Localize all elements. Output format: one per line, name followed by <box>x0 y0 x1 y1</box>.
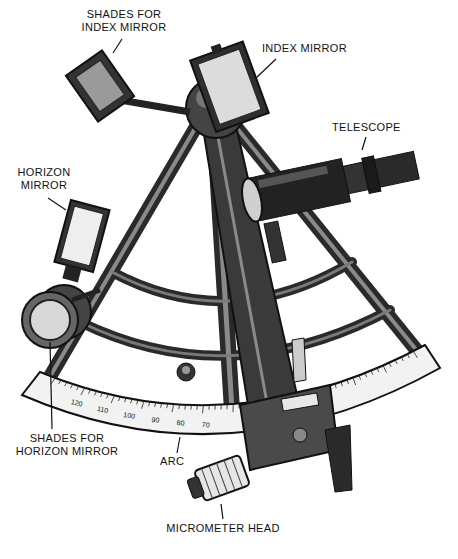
part-label: SHADES FOR HORIZON MIRROR <box>8 432 126 458</box>
drawing-part <box>365 373 367 377</box>
drawing-part <box>196 405 198 410</box>
drawing-part <box>77 386 79 390</box>
frame-knob <box>177 363 195 381</box>
index-mirror <box>188 36 269 132</box>
drawing-part <box>190 405 192 410</box>
drawing-part <box>202 405 204 413</box>
drawing-part <box>227 405 228 410</box>
drawing-part <box>362 137 366 150</box>
drawing-part <box>383 366 386 373</box>
drawing-part <box>221 405 222 410</box>
telescope-mount <box>264 221 286 263</box>
drawing-part <box>184 405 186 410</box>
drawing-part <box>389 363 391 367</box>
drawing-part <box>371 371 373 375</box>
drawing-part <box>247 159 350 222</box>
drawing-part <box>413 351 417 358</box>
part-label: HORIZON MIRROR <box>10 166 78 192</box>
drawing-part <box>95 391 97 395</box>
scale-number: 70 <box>202 421 210 429</box>
drawing-part <box>76 60 125 112</box>
drawing-part <box>178 405 180 410</box>
scale-number: 100 <box>123 411 136 421</box>
drawing-part <box>172 404 174 412</box>
clamp-plate <box>240 385 338 470</box>
vernier-window <box>281 393 319 411</box>
part-label: TELESCOPE <box>332 121 422 134</box>
frame-knob-top <box>182 366 190 374</box>
arc-ticks <box>51 351 418 413</box>
drawing-part <box>233 404 234 412</box>
scale-number: 80 <box>176 419 184 428</box>
drawing-part <box>142 401 144 409</box>
drawing-part <box>377 368 379 372</box>
drawing-part <box>72 290 100 300</box>
drawing-part <box>66 50 134 121</box>
drawing-part <box>341 382 342 386</box>
drawing-part <box>81 388 85 395</box>
horizon-mirror <box>51 200 110 286</box>
drawing-part <box>258 166 328 188</box>
drawing-part <box>239 177 266 224</box>
drawing-part <box>187 476 205 499</box>
drawing-part <box>198 49 261 124</box>
drawing-part <box>208 405 209 410</box>
drawing-part <box>137 400 138 404</box>
drawing-part <box>59 380 62 384</box>
drawing-part <box>101 393 103 397</box>
drawing-part <box>50 342 52 429</box>
horizon-shades <box>22 285 100 348</box>
arc-band <box>22 345 440 434</box>
drawing-part <box>211 43 223 54</box>
drawing-part <box>113 39 122 53</box>
drawing-part <box>149 402 150 407</box>
drawing-part <box>89 390 91 394</box>
index-arm-highlight <box>214 115 272 430</box>
drawing-part <box>401 357 403 361</box>
drawing-part <box>62 265 81 283</box>
drawing-part <box>256 59 276 78</box>
drawing-part <box>131 399 133 403</box>
drawing-part <box>177 437 180 453</box>
drawing-part <box>125 398 127 402</box>
part-label: ARC <box>160 455 194 468</box>
drawing-part <box>347 380 348 384</box>
telescope <box>239 144 421 224</box>
drawing-part <box>22 292 78 348</box>
drawing-part <box>107 394 109 398</box>
clamp-screw <box>293 428 307 442</box>
index-shades <box>66 50 134 121</box>
part-label: INDEX MIRROR <box>262 42 372 55</box>
drawing-part <box>167 404 168 409</box>
drawing-part <box>221 504 223 519</box>
drawing-part <box>359 375 361 379</box>
drawing-part <box>111 396 114 404</box>
drawing-part <box>201 457 242 498</box>
drawing-part <box>65 382 68 386</box>
drawing-part <box>48 198 66 210</box>
drawing-part <box>214 405 215 410</box>
drawing-part <box>61 206 104 266</box>
drawing-part <box>353 378 356 385</box>
drawing-part <box>155 403 156 408</box>
drawing-part <box>161 403 162 408</box>
clamp-lever <box>325 425 352 492</box>
drawing-part <box>407 354 409 358</box>
drawing-part <box>54 200 109 272</box>
drawing-part <box>30 300 70 340</box>
part-label: MICROMETER HEAD <box>148 522 298 535</box>
drawing-part <box>71 384 73 388</box>
micrometer-drum <box>185 455 250 505</box>
drawing-part <box>335 384 336 388</box>
part-label: SHADES FOR INDEX MIRROR <box>76 8 172 34</box>
scale-number: 90 <box>151 416 160 425</box>
drawing-part <box>190 42 269 133</box>
post <box>292 338 306 382</box>
shade-arm <box>120 100 190 112</box>
drawing-part <box>374 151 419 187</box>
drawing-part <box>119 397 121 401</box>
drawing-part <box>395 360 397 364</box>
